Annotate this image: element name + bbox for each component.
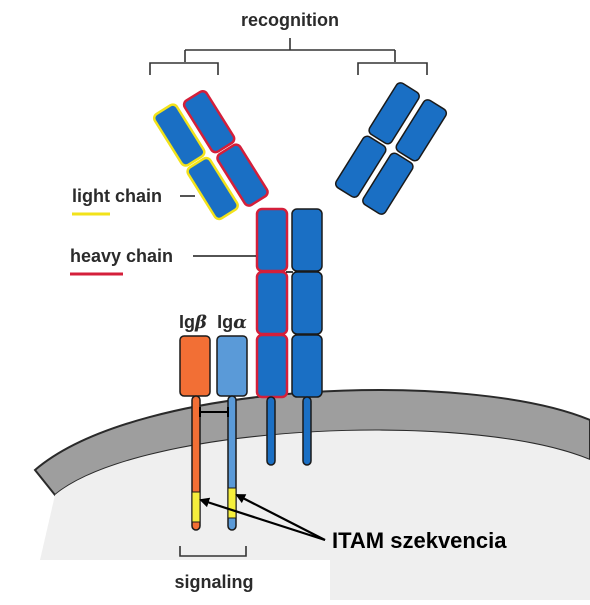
recognition-label: recognition bbox=[241, 10, 339, 30]
double-arrow-icon bbox=[199, 407, 229, 417]
recognition-bracket bbox=[149, 38, 428, 75]
itam-segment-alpha bbox=[227, 487, 237, 519]
left-light-chain-arm bbox=[152, 103, 239, 221]
cytoplasm bbox=[40, 430, 590, 600]
stem-heavy-chain-left bbox=[255, 207, 289, 466]
heavy-chain-label: heavy chain bbox=[70, 246, 173, 266]
left-heavy-chain-arm bbox=[182, 90, 269, 207]
signaling-label: signaling bbox=[174, 572, 253, 592]
itam-label: ITAM szekvencia bbox=[332, 528, 507, 553]
ig-alpha-label: Igα bbox=[217, 312, 247, 333]
right-fab-arm bbox=[334, 82, 448, 215]
ig-beta-label: Igβ bbox=[179, 312, 207, 333]
ig-beta-chain bbox=[179, 335, 211, 531]
signaling-bracket bbox=[179, 546, 247, 557]
itam-arrows bbox=[199, 494, 326, 542]
light-chain-label: light chain bbox=[72, 186, 162, 206]
itam-segment-beta bbox=[191, 491, 201, 523]
ig-alpha-chain bbox=[216, 335, 248, 531]
stem-heavy-chain-right bbox=[291, 208, 323, 466]
